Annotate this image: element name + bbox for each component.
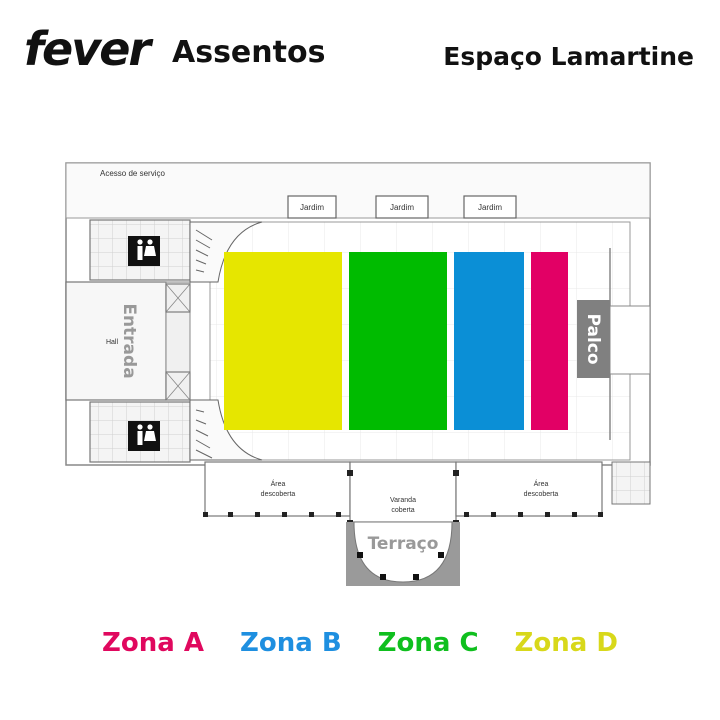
- svg-text:Jardim: Jardim: [390, 203, 414, 212]
- entrance-label: Entrada: [119, 303, 139, 378]
- svg-text:descoberta: descoberta: [524, 491, 559, 498]
- stage-label: Palco: [583, 313, 603, 364]
- page-title: Assentos: [172, 35, 326, 70]
- svg-text:Área: Área: [534, 479, 549, 488]
- service-access-label: Acesso de serviço: [100, 169, 165, 178]
- svg-text:Área: Área: [271, 479, 286, 488]
- zone-c-seating[interactable]: [349, 252, 447, 430]
- pillars: [203, 470, 603, 526]
- svg-text:descoberta: descoberta: [261, 491, 296, 498]
- restroom-icon: [128, 421, 160, 451]
- garden-2: Jardim: [375, 195, 429, 219]
- restroom-icon: [128, 236, 160, 266]
- legend-zona-c: Zona C: [377, 628, 479, 658]
- open-area-left: Área descoberta: [204, 461, 351, 517]
- garden-3: Jardim: [463, 195, 517, 219]
- hall-label: Hall: [106, 339, 119, 346]
- zone-a-seating[interactable]: [531, 252, 568, 430]
- hall-room: [65, 281, 167, 401]
- fever-logo: fever: [24, 22, 151, 76]
- garden-1: Jardim: [287, 195, 337, 219]
- svg-text:coberta: coberta: [391, 507, 414, 514]
- legend-zona-d: Zona D: [514, 628, 618, 658]
- terrace: Terraço: [346, 521, 460, 586]
- zone-legend: Zona A Zona B Zona C Zona D: [0, 628, 720, 658]
- covered-veranda: Varanda coberta: [349, 461, 457, 523]
- zone-d-seating[interactable]: [224, 252, 342, 430]
- svg-text:Jardim: Jardim: [478, 203, 502, 212]
- stage: Palco: [577, 300, 610, 378]
- svg-text:Varanda: Varanda: [390, 497, 416, 504]
- terrace-label: Terraço: [368, 534, 439, 554]
- venue-name: Espaço Lamartine: [443, 42, 694, 71]
- legend-zona-a: Zona A: [102, 628, 204, 658]
- legend-zona-b: Zona B: [240, 628, 342, 658]
- open-area-right: Área descoberta: [455, 461, 603, 517]
- zone-b-seating[interactable]: [454, 252, 524, 430]
- svg-text:Jardim: Jardim: [300, 203, 324, 212]
